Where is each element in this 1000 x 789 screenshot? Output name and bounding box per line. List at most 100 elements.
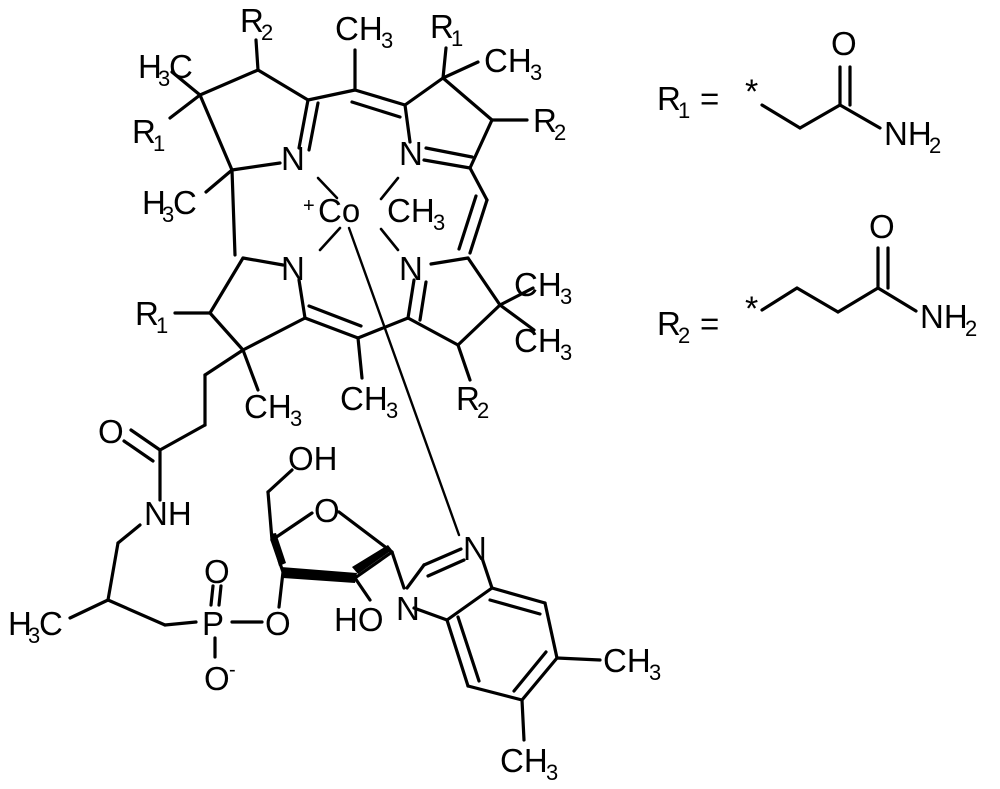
bond-co-n-ringB <box>379 176 400 201</box>
svg-text:R: R <box>135 295 159 332</box>
svg-text:2: 2 <box>965 316 977 341</box>
svg-text:R: R <box>657 305 681 342</box>
svg-text:=: = <box>700 80 719 117</box>
bond-meso-to-ringB-double <box>350 100 402 119</box>
svg-text:CH: CH <box>244 388 292 425</box>
bond-ch2-ch <box>106 541 120 602</box>
svg-text:CH: CH <box>340 380 388 417</box>
legend-r1-bonds <box>760 65 882 130</box>
label-right-meso-methyl: CH 3 <box>387 192 445 235</box>
bond-bz-n9-c8 <box>405 563 426 590</box>
bond-ringB-methyl <box>441 60 480 80</box>
svg-text:3: 3 <box>28 623 40 648</box>
svg-text:R: R <box>456 380 480 417</box>
bond-ch-ch2b <box>106 598 167 627</box>
legend-r2-carbonyl-oxygen: O <box>869 208 895 245</box>
legend-r2-bonds <box>760 246 918 314</box>
svg-text:3: 3 <box>530 60 542 85</box>
bond-meso-to-ringB <box>353 88 407 107</box>
bond-rightmeso-down-double <box>457 194 478 251</box>
cobalt-coordination-bonds <box>316 176 400 252</box>
wedge-c1-wedge <box>352 545 392 574</box>
svg-text:R: R <box>240 2 264 39</box>
svg-text:CH: CH <box>514 266 562 303</box>
label-benzimidazole-n9: N <box>396 590 420 627</box>
ribose-stereo-wedges <box>270 533 392 583</box>
label-phosphate-ester-oxygen: O <box>265 605 291 642</box>
bond-ringD-d4-d5 <box>208 311 245 352</box>
bond-ringC-methyl-lower <box>498 303 536 332</box>
bond-ringA-n-a5 <box>230 161 282 172</box>
bond-ringD-d1-n <box>297 278 307 320</box>
label-nitrogen-ringA: N <box>281 140 305 177</box>
label-benzimidazole-methyl-5: CH 3 <box>603 642 661 685</box>
bond-co-n-ringC <box>379 227 400 252</box>
label-cobalt: + Co <box>303 192 360 229</box>
bond-ringD-methyl <box>241 348 260 392</box>
svg-text:3: 3 <box>158 66 170 91</box>
svg-text:-: - <box>229 659 236 681</box>
label-ringC-methyl-upper: CH 3 <box>514 266 572 309</box>
svg-text:2: 2 <box>678 323 690 348</box>
label-ringA-methyl-top: H 3 C <box>138 48 193 91</box>
wedge-c3-c2 <box>281 567 357 583</box>
svg-text:Co: Co <box>318 192 360 229</box>
bond-ringC-c4-c5 <box>456 303 502 347</box>
label-ribose-secondary-hydroxyl: HO <box>334 601 384 638</box>
bond-bz-methyl-6 <box>520 698 526 742</box>
bond-amide-c-o <box>129 428 162 452</box>
svg-text:H: H <box>8 605 32 642</box>
label-ringC-methyl-lower: CH 3 <box>514 322 572 365</box>
bond-ringC-c5-c1 <box>466 256 502 307</box>
svg-text:CH: CH <box>387 192 435 229</box>
svg-text:3: 3 <box>290 406 302 431</box>
svg-text:3: 3 <box>560 340 572 365</box>
bond-rightmeso-down <box>468 198 489 255</box>
bond-r2-ch2-ch2 <box>795 286 840 314</box>
bond-meso-to-ringD <box>303 316 360 340</box>
label-ringB-r2: R 2 <box>533 102 566 145</box>
label-meso-bottom-methyl: CH 3 <box>340 380 398 423</box>
bond-ch-methyl <box>68 598 110 620</box>
bond-ringB-b3-b4 <box>468 118 494 170</box>
bond-ringA-a2-a3 <box>256 68 310 102</box>
bond-ringD-d5-d1 <box>241 316 307 352</box>
bond-ringA-r1 <box>168 93 202 120</box>
bond-ringC-c1-n <box>429 256 470 266</box>
label-amide-oxygen: O <box>98 413 124 450</box>
svg-text:3: 3 <box>433 210 445 235</box>
bond-ringD-chain-3 <box>158 423 207 452</box>
bond-ribose-c2-oh <box>353 576 372 602</box>
bond-ribose-o-c1 <box>337 510 394 554</box>
bond-ringC-c3-c4 <box>406 316 460 347</box>
bond-ringC-methyl-upper <box>498 286 535 307</box>
svg-text:2: 2 <box>261 20 273 45</box>
bond-ringC-c3-meso <box>356 316 410 340</box>
benzimidazole-ring <box>405 547 602 742</box>
bond-ringA-a1-a2 <box>198 68 260 97</box>
legend-r1-amine: NH 2 <box>884 115 941 158</box>
bond-co-axial-benzimidazole <box>347 226 461 537</box>
legend-r1-symbol: R 1 = <box>657 80 719 123</box>
bond-o-ester-ribose <box>277 570 285 609</box>
bond-r2-c-n <box>876 286 918 313</box>
bond-p-o-double-b <box>217 584 223 607</box>
bond-bz-n7-c5a <box>480 556 494 590</box>
bond-ringB-b3-meso <box>468 166 489 202</box>
bond-ribose-c1-n9 <box>390 550 406 590</box>
bond-ringB-n-b3-double <box>424 146 474 159</box>
bond-ringA-a3-meso <box>306 88 357 102</box>
label-ringD-r1: R 1 <box>135 295 168 338</box>
label-ribose-primary-hydroxyl: OH <box>288 440 338 477</box>
label-ringA-r1: R 1 <box>132 113 165 156</box>
bond-ribose-c4-ch2 <box>266 490 274 542</box>
svg-text:1: 1 <box>153 131 165 156</box>
bond-ringA-a3-n-double <box>307 101 320 152</box>
legend-r1-carbonyl-oxygen: O <box>831 25 857 62</box>
legend-r2-symbol: R 2 = <box>657 305 719 348</box>
label-phosphate-anion: O - <box>204 659 236 697</box>
bond-co-n-ringA <box>316 176 339 200</box>
svg-text:+: + <box>303 195 315 217</box>
